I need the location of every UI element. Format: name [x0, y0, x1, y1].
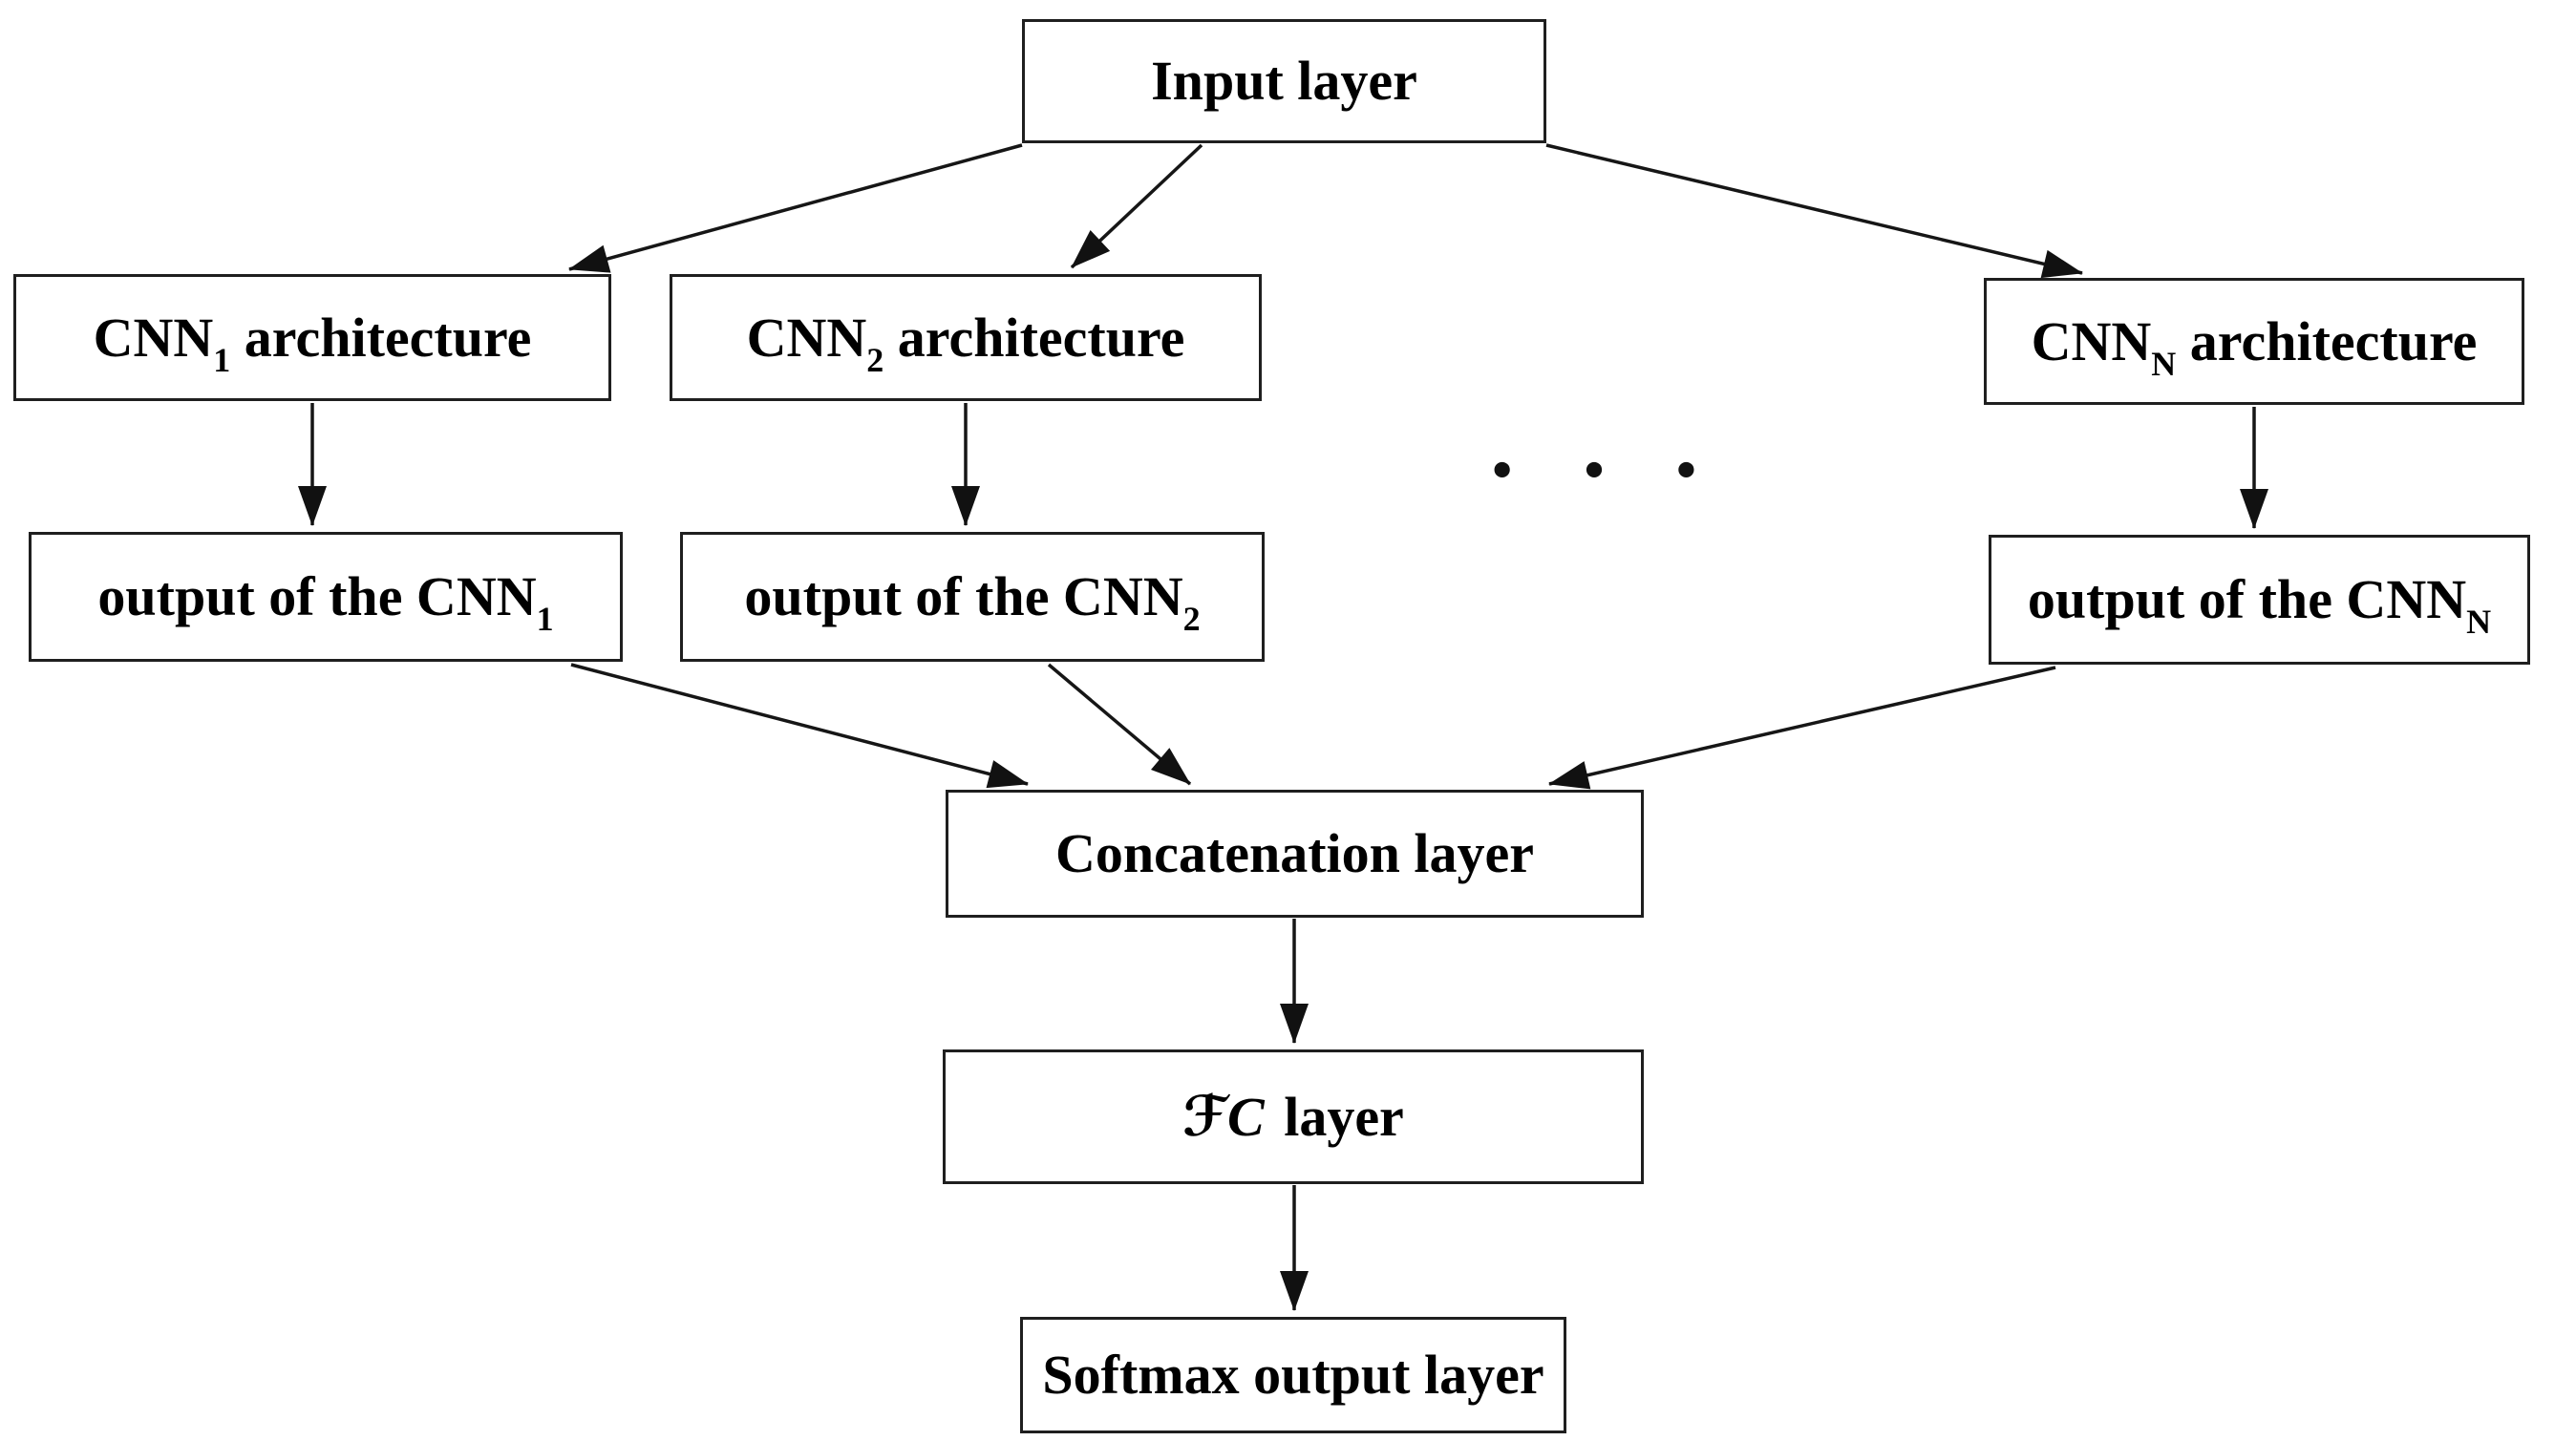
- node-input-layer: Input layer: [1022, 19, 1546, 143]
- node-fc-layer: ℱC layer: [943, 1049, 1644, 1184]
- node-cnn1-label: CNN1 architecture: [93, 306, 532, 379]
- node-fc-label: ℱC layer: [1182, 1085, 1404, 1148]
- arrow-input-to-cnn2: [1070, 143, 1203, 269]
- hidden-cnns-ellipsis: · · ·: [1486, 416, 1721, 522]
- arrow-out1-to-concat: [570, 663, 1029, 789]
- output-cnn1-subscript: 1: [536, 600, 554, 638]
- output-cnnN-subscript: N: [2466, 603, 2492, 641]
- arrow-outN-to-concat: [1548, 666, 2056, 790]
- node-cnnN-label: CNNN architecture: [2031, 309, 2478, 383]
- node-output-cnn1-label: output of the CNN1: [97, 565, 554, 638]
- node-concatenation-label: Concatenation layer: [1055, 822, 1534, 884]
- fc-script-letters: ℱC: [1182, 1085, 1265, 1148]
- node-output-cnn1: output of the CNN1: [29, 532, 623, 662]
- node-cnnN-architecture: CNNN architecture: [1984, 278, 2524, 405]
- node-output-cnn2-label: output of the CNN2: [744, 565, 1201, 638]
- node-concatenation-layer: Concatenation layer: [946, 790, 1644, 918]
- cnnN-subscript: N: [2151, 344, 2177, 383]
- cnn2-subscript: 2: [866, 340, 884, 379]
- node-output-cnnN: output of the CNNN: [1989, 535, 2530, 665]
- node-cnn2-label: CNN2 architecture: [746, 306, 1185, 379]
- arrow-input-to-cnnN: [1545, 143, 2083, 279]
- output-cnn2-subscript: 2: [1182, 600, 1201, 638]
- node-input-layer-label: Input layer: [1151, 50, 1417, 112]
- node-softmax-output-layer: Softmax output layer: [1020, 1317, 1566, 1433]
- arrow-input-to-cnn1: [568, 143, 1023, 273]
- node-cnn1-architecture: CNN1 architecture: [13, 274, 611, 401]
- cnn1-subscript: 1: [213, 340, 231, 379]
- node-cnn2-architecture: CNN2 architecture: [670, 274, 1262, 401]
- node-output-cnnN-label: output of the CNNN: [2027, 568, 2492, 641]
- arrow-out2-to-concat: [1047, 663, 1192, 786]
- node-output-cnn2: output of the CNN2: [680, 532, 1265, 662]
- node-softmax-label: Softmax output layer: [1042, 1344, 1544, 1406]
